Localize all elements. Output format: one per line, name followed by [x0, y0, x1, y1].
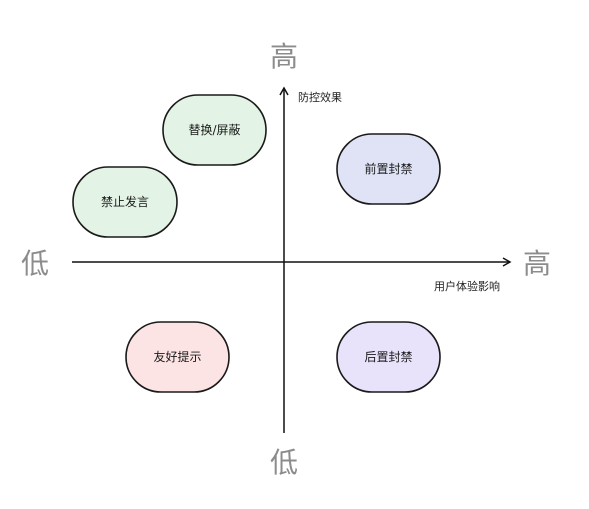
- y-axis-title: 防控效果: [298, 90, 342, 104]
- node-post-ban-label: 后置封禁: [364, 350, 412, 364]
- node-replace-mask-label: 替换/屏蔽: [188, 123, 240, 137]
- node-post-ban-shape: [336, 321, 441, 393]
- x-axis-high-label: 高: [523, 247, 551, 280]
- node-pre-ban: 前置封禁: [336, 133, 441, 205]
- node-post-ban: 后置封禁: [336, 321, 441, 393]
- node-friendly-tip-shape: [125, 321, 230, 393]
- node-ban-speech: 禁止发言: [72, 166, 178, 238]
- node-pre-ban-label: 前置封禁: [364, 161, 412, 176]
- node-pre-ban-shape: [336, 133, 441, 205]
- node-replace-mask-shape: [162, 94, 267, 166]
- node-friendly-tip-label: 友好提示: [153, 349, 201, 364]
- node-replace-mask: 替换/屏蔽: [162, 94, 267, 166]
- y-axis-high-label: 高: [270, 40, 298, 73]
- x-axis-low-label: 低: [21, 247, 49, 280]
- node-ban-speech-label: 禁止发言: [101, 194, 149, 209]
- node-friendly-tip: 友好提示: [125, 321, 230, 393]
- y-axis-low-label: 低: [270, 446, 298, 479]
- node-ban-speech-shape: [72, 166, 178, 238]
- x-axis-title: 用户体验影响: [434, 279, 500, 293]
